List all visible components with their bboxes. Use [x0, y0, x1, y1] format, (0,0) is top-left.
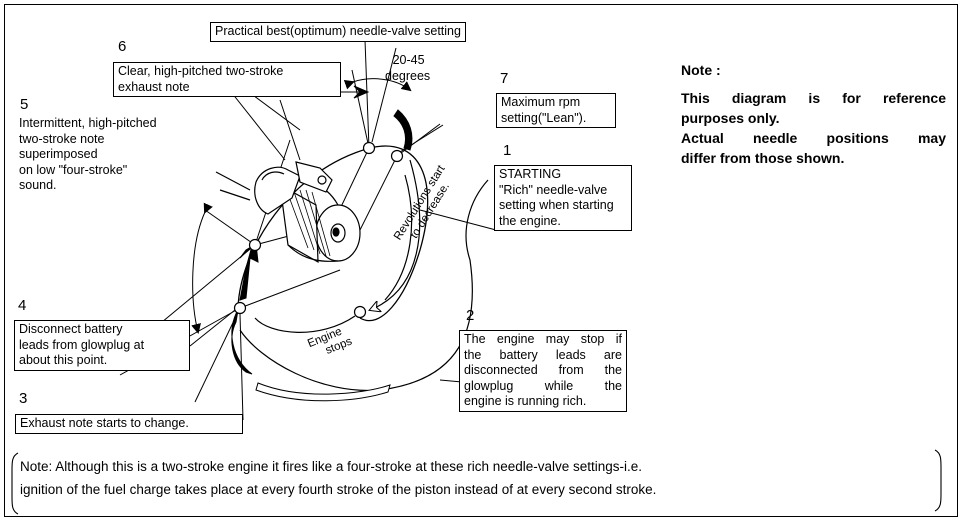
- step-2-line: The engine may stop if: [464, 332, 622, 346]
- bottom-note-line: Note: Although this is a two-stroke engi…: [20, 459, 643, 474]
- step-7-line: setting("Lean").: [501, 110, 587, 125]
- step-3-box: Exhaust note starts to change.: [15, 414, 243, 434]
- bottom-note: Note: Although this is a two-stroke engi…: [20, 455, 656, 501]
- bold-arrows: [231, 85, 413, 402]
- step-1-box: STARTING "Rich" needle-valve setting whe…: [494, 165, 632, 231]
- step-7-line: Maximum rpm: [501, 95, 581, 109]
- step-5-number: 5: [20, 96, 29, 113]
- step-5-line: on low "four-stroke": [19, 162, 128, 177]
- step-7-number: 7: [500, 70, 509, 87]
- step-4-line: Disconnect battery: [19, 322, 123, 336]
- step-2-line: the battery leads are: [464, 347, 622, 362]
- step-2-line: engine is running rich.: [464, 394, 587, 408]
- step-1-line: STARTING: [499, 167, 562, 181]
- step-6-line: Clear, high-pitched two-stroke: [118, 64, 284, 78]
- step-1-line: the engine.: [499, 213, 561, 228]
- step-4-number: 4: [18, 297, 27, 314]
- step-1-line: setting when starting: [499, 198, 614, 212]
- step-2-line: disconnected from the: [464, 363, 622, 377]
- step-6-number: 6: [118, 38, 127, 55]
- step-5-line: Intermittent, high-pitched: [19, 116, 157, 130]
- angle-label-line1: 20-45: [392, 53, 425, 67]
- step-2-box: The engine may stop if the battery leads…: [459, 330, 627, 412]
- step-6-box: Clear, high-pitched two-stroke exhaust n…: [113, 62, 341, 97]
- engine-drawing: [215, 161, 361, 264]
- step-7-box: Maximum rpm setting("Lean").: [496, 93, 616, 128]
- step-2-number: 2: [466, 307, 475, 324]
- angle-label-line2: degrees: [385, 68, 431, 83]
- step-2-line: glowplug while the: [464, 378, 622, 393]
- step-4-line: about this point.: [19, 353, 108, 367]
- step-3-number: 3: [19, 390, 28, 407]
- step-5-line: sound.: [19, 178, 57, 192]
- step-5-text: Intermittent, high-pitched two-stroke no…: [19, 116, 157, 194]
- note-line: This diagram is for reference: [681, 90, 946, 106]
- step-6-line: exhaust note: [118, 79, 190, 94]
- diagram-frame: [4, 4, 958, 517]
- step-4-box: Disconnect battery leads from glowplug a…: [14, 320, 190, 371]
- bottom-brackets: [11, 449, 942, 515]
- step-4-line: leads from glowplug at: [19, 337, 145, 352]
- outer-arc-arrows: [239, 159, 489, 392]
- note-title: Note :: [681, 62, 721, 78]
- optimum-setting-label: Practical best(optimum) needle-valve set…: [210, 22, 466, 42]
- step-5-line: superimposed: [19, 147, 98, 161]
- step-3-line: Exhaust note starts to change.: [20, 416, 189, 430]
- bottom-note-line: ignition of the fuel charge takes place …: [20, 482, 657, 497]
- note-line: differ from those shown.: [681, 150, 845, 166]
- angle-label: 20-45 degrees: [385, 53, 431, 84]
- step-5-line: two-stroke note: [19, 131, 105, 146]
- angle-arcs: [191, 78, 412, 334]
- step-1-number: 1: [503, 142, 512, 159]
- dial-ellipse: [237, 145, 429, 322]
- note-line: purposes only.: [681, 110, 780, 126]
- step-1-line: "Rich" needle-valve: [499, 182, 608, 197]
- note-line: Actual needle positions may: [681, 130, 946, 146]
- note-body: This diagram is for reference purposes o…: [681, 88, 946, 168]
- position-markers: [233, 141, 404, 319]
